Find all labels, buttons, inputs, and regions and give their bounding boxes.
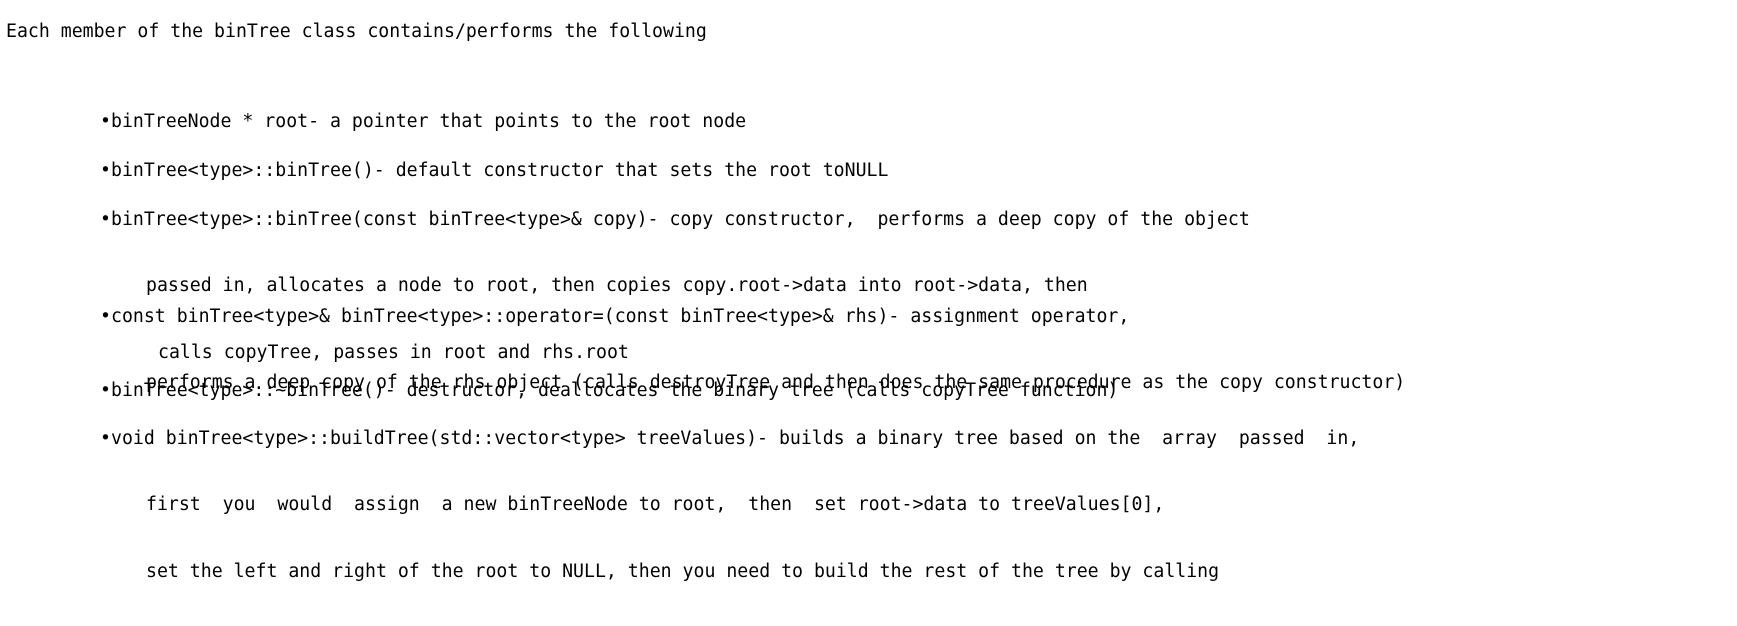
document-page: Each member of the binTree class contain… (6, 21, 1405, 582)
item-text: binTreeNode * root- a pointer that point… (111, 111, 747, 132)
item-text: binTree<type>::~binTree()- destructor, d… (111, 380, 1119, 401)
intro-text: Each member of the binTree class contain… (6, 21, 707, 42)
item-line: •binTreeNode * root- a pointer that poin… (100, 110, 746, 134)
item-continuation-line: performs a deep copy of the rhs object (… (146, 372, 1406, 394)
member-item-default-constructor: •binTree<type>::binTree()- default const… (100, 117, 888, 225)
member-item-destructor: •binTree<type>::~binTree()- destructor, … (100, 337, 1118, 445)
member-item-build-tree: •void binTree<type>::buildTree(std::vect… (100, 385, 1359, 626)
bullet-icon: • (100, 428, 111, 449)
item-continuation-line: passed in, allocates a node to root, the… (146, 275, 1088, 297)
bullet-icon: • (100, 111, 111, 132)
item-text: binTree<type>::binTree(const binTree<typ… (111, 209, 1250, 230)
item-line: •binTree<type>::binTree()- default const… (100, 159, 888, 183)
item-continuation-line: set the left and right of the root to NU… (146, 560, 1220, 582)
member-item-root-pointer: •binTreeNode * root- a pointer that poin… (100, 68, 746, 176)
item-line: •const binTree<type>& binTree<type>::ope… (100, 305, 1405, 329)
bullet-icon: • (100, 306, 111, 327)
item-text: binTree<type>::binTree()- default constr… (111, 160, 889, 181)
item-continuation-line: calls copyTree, passes in root and rhs.r… (158, 341, 629, 363)
item-line: •binTree<type>::binTree(const binTree<ty… (100, 208, 1250, 232)
bullet-icon: • (100, 160, 111, 181)
item-line: •binTree<type>::~binTree()- destructor, … (100, 379, 1118, 403)
item-continuation-line: first you would assign a new binTreeNode… (146, 494, 1165, 516)
item-line: •void binTree<type>::buildTree(std::vect… (100, 427, 1359, 451)
item-text: const binTree<type>& binTree<type>::oper… (111, 306, 1130, 327)
item-text: void binTree<type>::buildTree(std::vecto… (111, 428, 1360, 449)
bullet-icon: • (100, 380, 111, 401)
bullet-icon: • (100, 209, 111, 230)
member-item-assignment-operator: •const binTree<type>& binTree<type>::ope… (100, 263, 1405, 438)
member-item-copy-constructor: •binTree<type>::binTree(const binTree<ty… (100, 166, 1250, 407)
